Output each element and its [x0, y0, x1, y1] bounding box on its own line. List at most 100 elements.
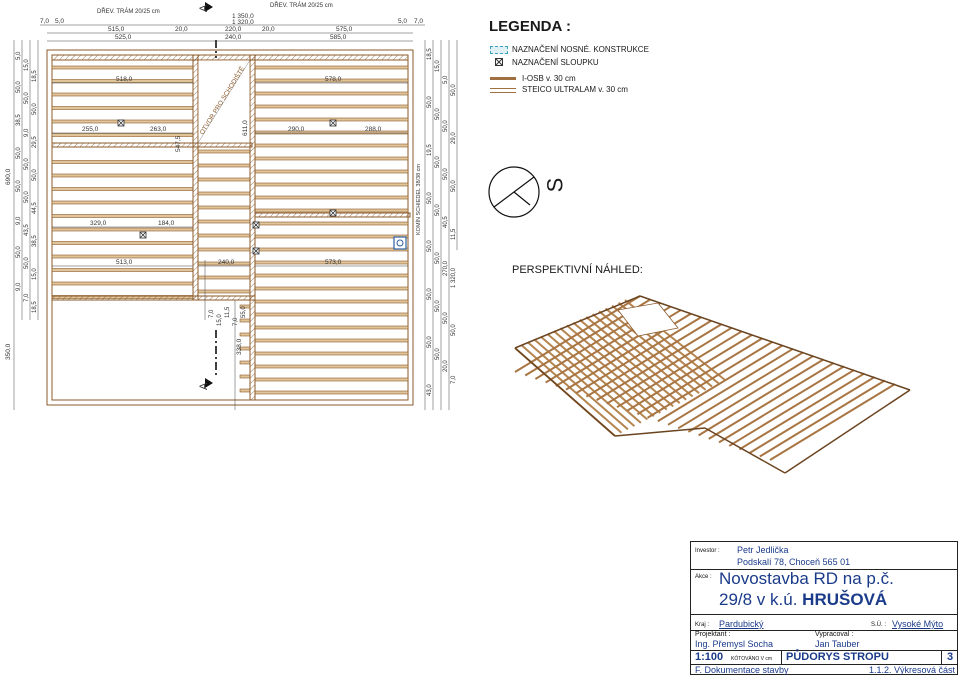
dimension-text: 50,0 [16, 180, 22, 192]
joist-beam [197, 233, 251, 238]
perspective-stair-opening [617, 302, 679, 337]
su-value: Vysoké Mýto [892, 619, 944, 629]
perspective-joist [527, 341, 629, 431]
dimension-text: 11,5 [451, 228, 457, 240]
joist-beam [51, 241, 194, 245]
perspective-joist [540, 335, 642, 424]
dimension-text: 9,0 [16, 282, 22, 291]
joist-beam [51, 187, 194, 191]
dimension-text: 7,0 [233, 317, 239, 326]
perspective-joist [718, 365, 845, 444]
dimension-text: 9,0 [24, 128, 30, 137]
section-mark-bottom: A [198, 382, 210, 390]
joist-beam [254, 234, 409, 239]
legend-item-ultralam: STEICO ULTRALAM v. 30 cm [522, 85, 628, 94]
beam-group-right [254, 65, 409, 395]
joist-beam [197, 289, 251, 294]
legend-item-column: NAZNAČENÍ SLOUPKU [512, 58, 599, 67]
perspective-joist [559, 327, 661, 414]
joist-beam [239, 388, 251, 393]
top-dim: 220,0 [225, 26, 242, 33]
investor-name: Petr Jedlička [737, 545, 789, 555]
perspective-joist [514, 295, 641, 373]
dimension-text: 43,5 [24, 224, 30, 236]
projektant-label: Projektant : [695, 631, 731, 638]
top-dim: 5,0 [398, 18, 407, 25]
joist-beam [197, 275, 251, 280]
perspective-joist [553, 330, 655, 417]
investor-address: Podskalí 78, Choceň 565 01 [737, 557, 851, 567]
perspective-joist [687, 354, 814, 433]
joist-beam [197, 219, 251, 224]
span-label: 547,5 [175, 135, 182, 152]
joist-beam [254, 312, 409, 317]
joist-beam [254, 325, 409, 330]
dimension-text: 29,5 [32, 136, 38, 148]
dimension-text: 50,0 [32, 169, 38, 181]
top-dim: 575,0 [336, 26, 353, 33]
perspective-joist [749, 376, 876, 454]
span-label: 263,0 [150, 126, 167, 133]
joist-beam [197, 149, 251, 154]
span-label: 184,0 [158, 220, 175, 227]
perspective-joist [614, 427, 706, 437]
span-label: 288,0 [365, 126, 382, 133]
joist-beam [254, 65, 409, 70]
span-label: 329,0 [90, 220, 107, 227]
perspective-joist [626, 333, 753, 412]
floor-plan: DŘEV. TRÁM 20/25 cm DŘEV. TRÁM 20/25 cm … [5, 1, 458, 410]
dimension-text: 50,0 [24, 257, 30, 269]
dimension-text: 44,5 [32, 202, 38, 214]
perspective-joist [546, 333, 649, 421]
perspective-joist [708, 362, 835, 440]
dimension-text: 7,0 [24, 293, 30, 302]
joist-beam [254, 351, 409, 356]
dimension-text: 50,0 [32, 103, 38, 115]
joist-beam [254, 169, 409, 174]
dimension-text: 7,0 [209, 309, 215, 318]
joist-beam [239, 332, 251, 337]
joist-beam [51, 65, 194, 70]
chimney [393, 236, 407, 250]
dimension-text: 5,0 [16, 51, 22, 60]
perspective-joist [698, 358, 825, 437]
top-dim: 585,0 [330, 34, 347, 41]
joist-beam [51, 254, 194, 259]
vypracoval-value: Jan Tauber [815, 639, 860, 649]
legend-hatched-rect-icon [490, 46, 508, 54]
dimension-text: 50,0 [24, 158, 30, 170]
perspective-joist [677, 351, 804, 430]
phase: F. Dokumentace stavby [695, 665, 789, 675]
stair-opening [197, 59, 251, 144]
top-dim: 1 350,0 [232, 13, 254, 20]
kraj-value: Pardubický [719, 619, 764, 629]
dimension-text: 50,0 [443, 168, 449, 180]
right-dims: 18,515,05,050,050,050,050,029,019,550,05… [427, 48, 457, 396]
joist-beam [254, 338, 409, 343]
dimension-text: 50,0 [16, 81, 22, 93]
left-dims: 5,015,018,550,050,050,038,59,029,550,050… [16, 51, 38, 313]
dimension-text: 50,0 [24, 191, 30, 203]
joist-beam [51, 214, 194, 218]
joist-beam [254, 273, 409, 278]
top-dim: 20,0 [175, 26, 188, 33]
dimension-text: 50,0 [443, 312, 449, 324]
kraj-label: Kraj : [695, 622, 710, 628]
top-dim: 515,0 [108, 26, 125, 33]
dimension-text: 11,5 [225, 306, 231, 318]
dimension-text: 50,0 [427, 192, 433, 204]
legend-item-bearing: NAZNAČENÍ NOSNÉ. KONSTRUKCE [512, 45, 649, 54]
projektant-value: Ing. Přemysl Socha [695, 639, 774, 649]
joist-beam [254, 195, 409, 200]
top-dim: 240,0 [225, 34, 242, 41]
legend-double-line-icon [490, 88, 516, 93]
perspective-joist [704, 427, 786, 474]
akce-line2-prefix: 29/8 v k.ú. [719, 590, 798, 609]
joist-beam [51, 227, 194, 232]
legend-brown-line-icon [490, 77, 516, 80]
dimension-text: 50,0 [435, 156, 441, 168]
section-mark-top: A [198, 4, 210, 12]
dimension-text: 50,0 [451, 84, 457, 96]
chimney-label: KOMÍN SCHIEDEL 38/38 cm [415, 164, 422, 235]
drawing-name: PŮDORYS STROPU [786, 651, 889, 663]
